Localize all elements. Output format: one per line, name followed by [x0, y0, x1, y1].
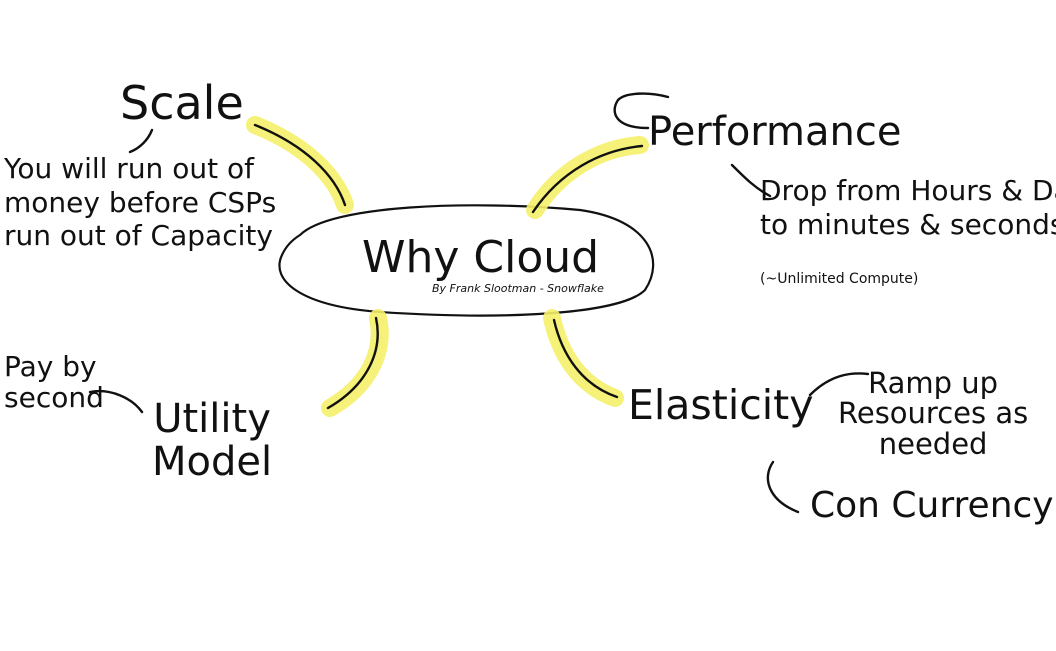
utility-detail-line: second [4, 380, 104, 414]
performance-bracket [613, 92, 670, 130]
elasticity-concurrency: Con Currency [810, 485, 1054, 526]
branch-utility-title: Utility Model [152, 396, 273, 486]
center-ellipse [278, 204, 655, 317]
elasticity-ramp-line: needed [878, 426, 988, 461]
pay-by-second-link [88, 389, 144, 414]
performance-detail-line: Drop from Hours & Days [760, 174, 1056, 207]
utility-detail-line: Pay by [4, 350, 97, 383]
ramp-up-link [808, 372, 870, 397]
elasticity-link [552, 318, 619, 399]
branch-scale-title: Scale [120, 76, 244, 130]
utility-title-line: Utility [153, 396, 271, 442]
performance-note: (~Unlimited Compute) [760, 271, 919, 287]
elasticity-link-highlight [543, 309, 624, 407]
scale-detail-link [128, 128, 154, 154]
elasticity-ramp-line: Ramp up [868, 366, 999, 400]
elasticity-ramp-line: Resources as [838, 396, 1029, 431]
utility-title-line: Model [152, 439, 273, 486]
concurrency-link [766, 460, 800, 514]
performance-detail-link [730, 163, 772, 198]
performance-link [531, 144, 644, 214]
central-topic-author: By Frank Slootman - Snowflake [432, 282, 604, 295]
scale-detail-line: run out of Capacity [4, 219, 273, 253]
branch-elasticity-title: Elasticity [628, 381, 814, 429]
elasticity-ramp-up: Ramp up Resources as needed [838, 366, 1029, 461]
performance-link-highlight [526, 136, 649, 219]
utility-detail: Pay by second [4, 350, 104, 414]
scale-detail-line: money before CSPs [4, 185, 277, 219]
scale-detail: You will run out of money before CSPs ru… [4, 152, 276, 253]
performance-detail-line: to minutes & seconds [760, 208, 1056, 242]
branch-performance-title: Performance [648, 109, 902, 155]
performance-detail: Drop from Hours & Days to minutes & seco… [760, 174, 1056, 242]
scale-link [253, 123, 347, 207]
utility-link [326, 316, 379, 410]
scale-detail-line: You will run out of [4, 152, 254, 185]
central-topic-title: Why Cloud [362, 232, 600, 283]
